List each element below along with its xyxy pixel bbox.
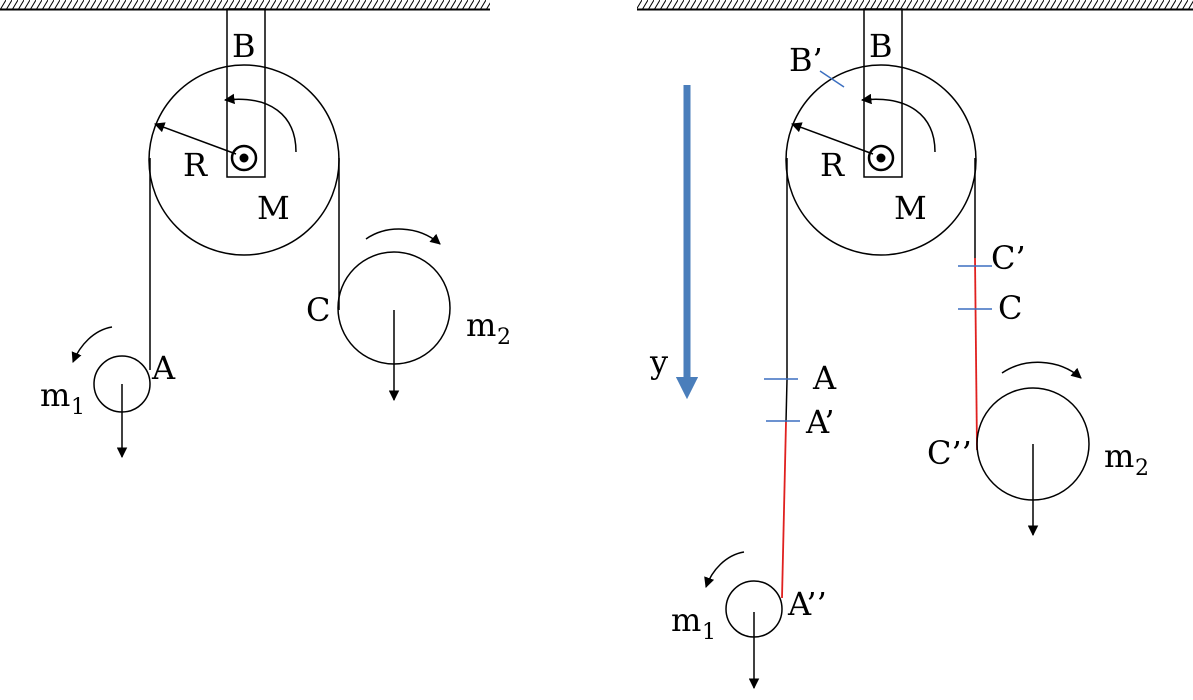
- pulley-rotation-arrow-left: [223, 93, 297, 153]
- label-y: y: [649, 343, 668, 381]
- ceiling-left: [0, 0, 490, 11]
- label-M-right: M: [894, 189, 927, 227]
- label-R-right: R: [820, 146, 845, 184]
- label-C-right: C: [998, 289, 1022, 327]
- label-C-left: C: [306, 291, 330, 329]
- tick-B-prime: [819, 70, 845, 88]
- label-B-prime: B’: [789, 41, 823, 79]
- label-R-left: R: [183, 146, 208, 184]
- svg-text:1: 1: [71, 395, 85, 420]
- rotation-arrow-m2-left: [365, 228, 441, 245]
- svg-text:m: m: [40, 376, 70, 414]
- label-B-left: B: [232, 27, 256, 65]
- left-diagram: B R M C A m 1 m 2: [0, 0, 511, 459]
- radius-arrow-left: [154, 122, 237, 155]
- svg-text:2: 2: [497, 325, 511, 350]
- label-m2-right: m 2: [1104, 437, 1149, 481]
- label-A-double-prime: A’’: [787, 585, 827, 623]
- svg-text:2: 2: [1135, 456, 1149, 481]
- right-diagram: y B B’ R M C’ C C’’: [637, 0, 1193, 690]
- svg-text:m: m: [1104, 437, 1134, 475]
- label-m2-left: m 2: [466, 306, 511, 350]
- label-A-prime: A’: [805, 403, 835, 441]
- rotation-arrow-m2-right: [1001, 361, 1082, 379]
- svg-text:m: m: [466, 306, 496, 344]
- axle-right: [867, 144, 895, 172]
- label-M-left: M: [257, 189, 290, 227]
- label-m1-left: m 1: [40, 376, 85, 420]
- label-m1-right: m 1: [671, 601, 716, 645]
- rotation-arrow-m1-left: [71, 326, 113, 363]
- radius-arrow-right: [791, 122, 874, 155]
- ceiling-right: [637, 0, 1193, 11]
- string-right-displacement: [974, 257, 978, 451]
- support-bar-left: [226, 8, 266, 178]
- label-C-double-prime: C’’: [927, 434, 972, 472]
- svg-text:1: 1: [702, 620, 716, 645]
- pulley-rotation-arrow-right: [860, 93, 936, 153]
- label-C-prime: C’: [991, 239, 1026, 277]
- label-B-right: B: [869, 27, 893, 65]
- pulley-disk-right: [785, 64, 977, 256]
- svg-text:m: m: [671, 601, 701, 639]
- string-left-black-segment: [785, 379, 788, 423]
- label-A-right: A: [812, 359, 837, 397]
- string-left-displacement: [781, 421, 787, 599]
- axle-left: [230, 144, 258, 172]
- rotation-arrow-m1-right: [704, 551, 745, 588]
- label-A-left: A: [151, 349, 176, 387]
- support-bar-right: [863, 8, 903, 178]
